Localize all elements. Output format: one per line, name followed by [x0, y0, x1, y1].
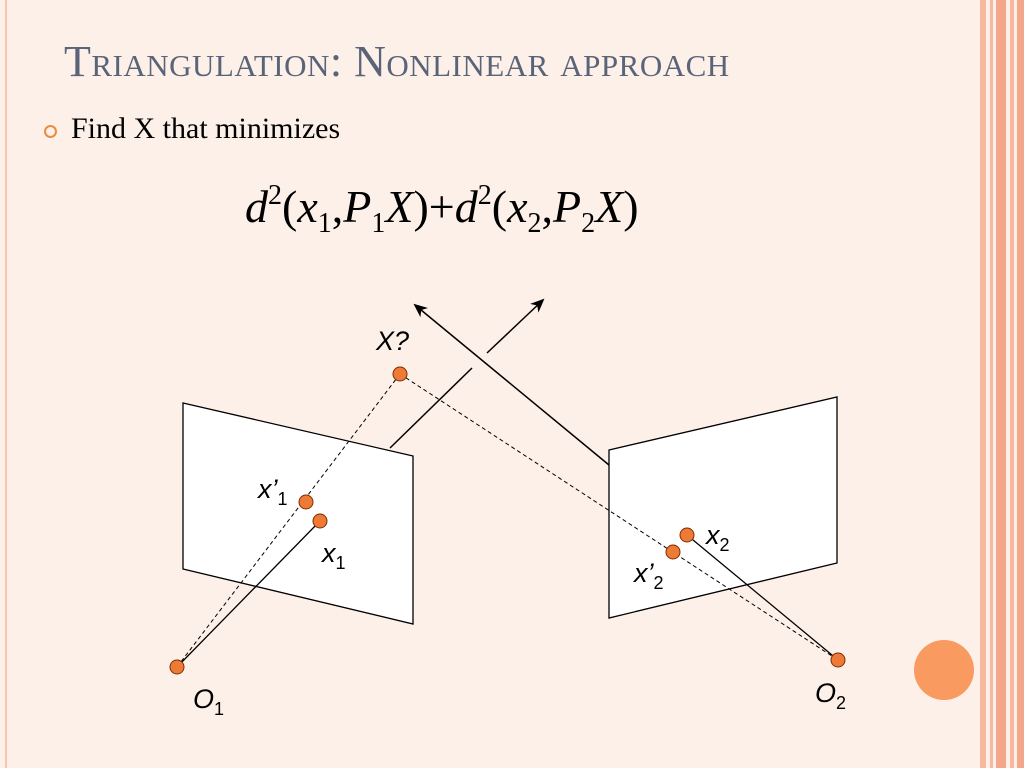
formula-X: X	[385, 181, 414, 232]
label-O2: O2	[815, 678, 846, 714]
point-x2	[679, 527, 695, 543]
image-plane-right	[608, 396, 838, 619]
formula-plus: +	[428, 181, 455, 232]
formula-paren: (	[282, 181, 298, 232]
image-plane-left	[182, 402, 414, 625]
bullet-item: Find X that minimizes	[44, 112, 340, 146]
deco-circle-icon	[914, 640, 974, 700]
ray-left	[389, 367, 473, 449]
formula-d: d	[454, 181, 478, 232]
label-X: X?	[376, 326, 409, 357]
deco-stripe	[996, 0, 1006, 768]
cost-formula: d2(x1,P1X)+d2(x2,P2X)	[245, 180, 639, 240]
formula-comma: ,	[541, 181, 554, 232]
bullet-circle-icon	[44, 124, 57, 138]
formula-sub: 1	[317, 208, 332, 239]
formula-paren: )	[413, 181, 429, 232]
formula-x: x	[297, 181, 318, 232]
label-x1-sub: 1	[335, 553, 346, 573]
formula-paren: )	[623, 181, 639, 232]
point-x1	[312, 513, 328, 529]
deco-stripe	[990, 0, 993, 768]
formula-P: P	[553, 181, 582, 232]
point-O1	[169, 659, 185, 675]
bullet-text: Find X that minimizes	[71, 112, 341, 145]
formula-X: X	[595, 181, 624, 232]
label-x2: x2	[706, 520, 730, 556]
label-x1: x1	[322, 538, 346, 574]
deco-stripe	[5, 0, 7, 768]
label-x1-text: x	[322, 538, 336, 568]
label-O1-sub: 1	[214, 699, 225, 719]
label-x1-prime-text: x’	[258, 474, 278, 504]
formula-P: P	[343, 181, 372, 232]
formula-sub: 1	[371, 208, 386, 239]
deco-stripe	[980, 0, 986, 768]
deco-stripe	[1017, 0, 1024, 768]
reprojection-line-left	[176, 373, 401, 668]
formula-sub: 2	[527, 208, 542, 239]
ray-left-arrow	[486, 298, 545, 354]
line-O1-x1	[176, 520, 321, 668]
label-O2-text: O	[815, 678, 837, 708]
point-X	[392, 366, 408, 382]
formula-d: d	[245, 181, 268, 232]
label-x2-text: x	[706, 520, 720, 550]
point-x2-prime	[665, 544, 681, 560]
point-x1-prime	[298, 494, 314, 510]
point-O2	[830, 652, 846, 668]
label-x2-prime-sub: 2	[653, 573, 664, 593]
formula-exp: 2	[477, 180, 492, 211]
formula-comma: ,	[331, 181, 344, 232]
label-x2-prime: x’2	[634, 558, 664, 594]
formula-exp: 2	[268, 180, 282, 211]
label-x1-prime: x’1	[258, 474, 288, 510]
formula-x: x	[507, 181, 528, 232]
line-O2-x2	[686, 534, 839, 661]
label-X-text: X?	[376, 326, 410, 356]
label-O1: O1	[193, 684, 224, 720]
deco-stripe	[1010, 0, 1014, 768]
label-x2-sub: 2	[719, 535, 730, 555]
slide-title: Triangulation: Nonlinear approach	[64, 37, 730, 86]
formula-sub: 2	[581, 208, 596, 239]
label-O1-text: O	[193, 684, 215, 714]
formula-paren: (	[491, 181, 508, 232]
label-O2-sub: 2	[836, 693, 847, 713]
label-x1-prime-sub: 1	[277, 489, 288, 509]
reprojection-line-right	[399, 373, 839, 661]
ray-right-arrow	[413, 303, 610, 466]
label-x2-prime-text: x’	[634, 558, 654, 588]
